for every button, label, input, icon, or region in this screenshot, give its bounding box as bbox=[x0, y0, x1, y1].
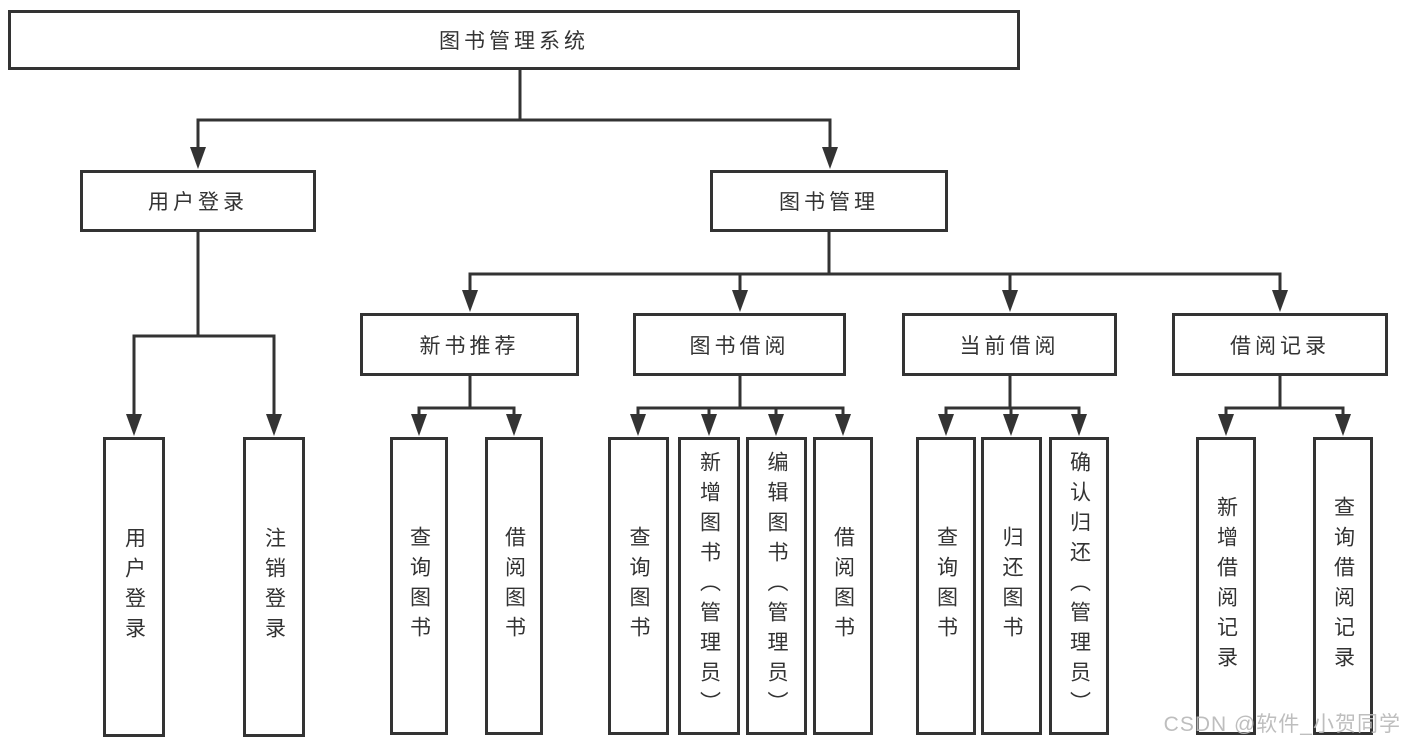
leaf-add-borrow-record: 新增借阅记录 bbox=[1196, 437, 1256, 735]
arrowhead-icons bbox=[126, 147, 1351, 436]
node-user-login: 用户登录 bbox=[80, 170, 316, 232]
node-label: 图书管理系统 bbox=[439, 30, 589, 53]
node-new-book-recommendation: 新书推荐 bbox=[360, 313, 579, 376]
node-label: 图书借阅 bbox=[689, 334, 790, 358]
node-label: 当前借阅 bbox=[959, 334, 1060, 358]
node-label: 新增借阅记录 bbox=[1214, 496, 1238, 676]
node-label: 确认归还（管理员） bbox=[1067, 451, 1091, 721]
leaf-borrow-books: 借阅图书 bbox=[813, 437, 873, 735]
node-borrowing-records: 借阅记录 bbox=[1172, 313, 1388, 376]
csdn-watermark: CSDN @软件_小贺同学 bbox=[1163, 713, 1401, 736]
node-library-management-system: 图书管理系统 bbox=[8, 10, 1020, 70]
node-label: 查询图书 bbox=[407, 526, 431, 646]
leaf-edit-books-admin: 编辑图书（管理员） bbox=[746, 437, 807, 735]
leaf-return-books: 归还图书 bbox=[981, 437, 1042, 735]
leaf-logout: 注销登录 bbox=[243, 437, 305, 737]
node-book-management: 图书管理 bbox=[710, 170, 948, 232]
leaf-confirm-return-admin: 确认归还（管理员） bbox=[1049, 437, 1109, 735]
node-label: 新书推荐 bbox=[419, 334, 520, 358]
leaf-query-borrow-record: 查询借阅记录 bbox=[1313, 437, 1373, 735]
leaf-query-books: 查询图书 bbox=[916, 437, 976, 735]
node-label: 新增图书（管理员） bbox=[697, 451, 721, 721]
node-label: 图书管理 bbox=[779, 191, 879, 214]
node-label: 查询图书 bbox=[627, 526, 650, 646]
node-label: 编辑图书（管理员） bbox=[765, 451, 788, 721]
leaf-query-books: 查询图书 bbox=[390, 437, 448, 735]
node-current-borrowing: 当前借阅 bbox=[902, 313, 1117, 376]
node-label: 归还图书 bbox=[1000, 526, 1023, 646]
node-label: 用户登录 bbox=[122, 527, 146, 647]
leaf-query-books: 查询图书 bbox=[608, 437, 669, 735]
node-label: 借阅图书 bbox=[831, 526, 855, 646]
leaf-add-books-admin: 新增图书（管理员） bbox=[678, 437, 740, 735]
leaf-user-login: 用户登录 bbox=[103, 437, 165, 737]
node-label: 借阅图书 bbox=[502, 526, 526, 646]
node-label: 用户登录 bbox=[148, 191, 248, 214]
node-book-borrowing: 图书借阅 bbox=[633, 313, 846, 376]
node-label: 注销登录 bbox=[262, 527, 286, 647]
node-label: 借阅记录 bbox=[1230, 334, 1330, 358]
leaf-borrow-books: 借阅图书 bbox=[485, 437, 543, 735]
node-label: 查询借阅记录 bbox=[1331, 496, 1355, 676]
node-label: 查询图书 bbox=[934, 526, 958, 646]
